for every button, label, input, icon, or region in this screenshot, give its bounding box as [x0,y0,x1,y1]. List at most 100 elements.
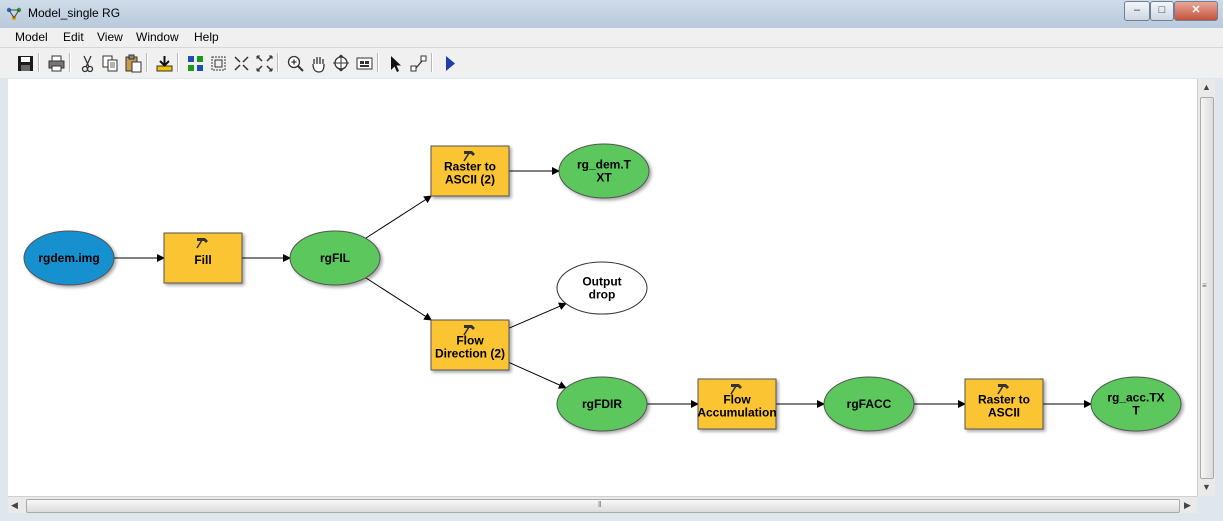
print-icon [48,55,65,72]
hammer-icon [730,384,742,395]
data-ellipse[interactable] [556,261,648,315]
scroll-down-arrow-icon[interactable]: ▼ [1202,482,1211,492]
menu-model[interactable]: Model [15,30,48,44]
pan-button[interactable] [307,52,330,75]
menu-help[interactable]: Help [194,30,219,44]
connect-tool-icon [410,55,427,72]
connector-flowdir-to-rgfdir[interactable] [508,361,567,389]
overview-icon [356,57,373,70]
data-ellipse[interactable] [823,376,915,432]
close-icon: ✕ [1191,4,1201,16]
node-label: rgFDIR [582,397,622,411]
run-button[interactable] [438,52,461,75]
tool-box[interactable] [430,145,510,197]
scroll-right-arrow-icon[interactable]: ▶ [1184,500,1191,510]
paste-button[interactable] [122,52,145,75]
zoom-in-button[interactable] [284,52,307,75]
tool-box[interactable] [163,232,243,284]
model-node-rgfil[interactable]: rgFIL [289,230,381,286]
save-button[interactable] [14,52,37,75]
full-extent-button[interactable] [207,52,230,75]
overview-button[interactable] [353,52,376,75]
horizontal-scrollbar[interactable]: ◀ ‖ ▶ [8,496,1197,514]
print-button[interactable] [45,52,68,75]
tool-box[interactable] [964,378,1044,430]
vertical-scrollbar[interactable]: ▲ ≡ ▼ [1197,79,1215,496]
data-ellipse[interactable] [558,143,650,199]
zoom-out-fixed-icon [256,55,273,72]
status-bar [0,513,1223,521]
select-button[interactable] [384,52,407,75]
fit-page-button[interactable] [330,52,353,75]
menu-view[interactable]: View [97,30,123,44]
copy-button[interactable] [99,52,122,75]
connector-layer [114,167,1092,408]
menu-window[interactable]: Window [136,30,179,44]
node-label: Fill [194,253,211,267]
zoom-out-fixed-button[interactable] [253,52,276,75]
zoom-in-fixed-icon [234,56,249,71]
copy-icon [102,55,118,72]
hammer-icon [997,384,1009,395]
auto-layout-button[interactable] [184,52,207,75]
connect-button[interactable] [407,52,430,75]
node-label: rgFIL [320,251,350,265]
scroll-grip-icon: ‖ [598,500,602,509]
model-node-fill[interactable]: Fill [163,232,243,284]
model-node-rgdem[interactable]: rgdem.img [23,230,115,286]
add-data-icon [156,56,173,72]
menu-edit[interactable]: Edit [63,30,84,44]
connector-rgfil-to-r2a2[interactable] [365,195,433,239]
data-ellipse[interactable] [23,230,115,286]
data-ellipse[interactable] [556,376,648,432]
node-label: rgFACC [847,397,892,411]
scroll-left-arrow-icon[interactable]: ◀ [11,500,18,510]
full-extent-icon [211,56,226,71]
node-label: rgdem.img [38,251,99,265]
horizontal-scroll-thumb[interactable] [26,499,1180,513]
tool-box[interactable] [697,378,777,430]
run-icon [446,56,455,71]
data-ellipse[interactable] [1090,376,1182,432]
connector-rgfil-to-flowdir[interactable] [365,277,433,321]
toolbar [0,48,1223,78]
connector-flowdir-to-outdrop[interactable] [508,302,567,329]
minimize-button[interactable]: – [1124,1,1150,21]
fit-page-icon [333,54,349,72]
data-ellipse[interactable] [289,230,381,286]
zoom-in-fixed-button[interactable] [230,52,253,75]
pan-icon [312,57,325,73]
paste-icon [125,54,142,73]
window-title: Model_single RG [28,6,121,20]
tool-box[interactable] [430,319,510,371]
title-bar: Model_single RG – □ ✕ [0,0,1223,29]
maximize-button[interactable]: □ [1150,1,1174,21]
vertical-scroll-thumb[interactable] [1200,97,1214,479]
auto-layout-icon [188,56,203,71]
save-icon [18,56,33,71]
model-app-icon [6,7,22,21]
model-node-rgfdir[interactable]: rgFDIR [556,376,648,432]
scroll-up-arrow-icon[interactable]: ▲ [1202,82,1211,92]
close-button[interactable]: ✕ [1174,1,1218,21]
model-node-rgfacc[interactable]: rgFACC [823,376,915,432]
add-data-button[interactable] [153,52,176,75]
minimize-icon: – [1133,4,1141,16]
menu-bar: Model Edit View Window Help [0,28,1223,48]
cut-button[interactable] [76,52,99,75]
